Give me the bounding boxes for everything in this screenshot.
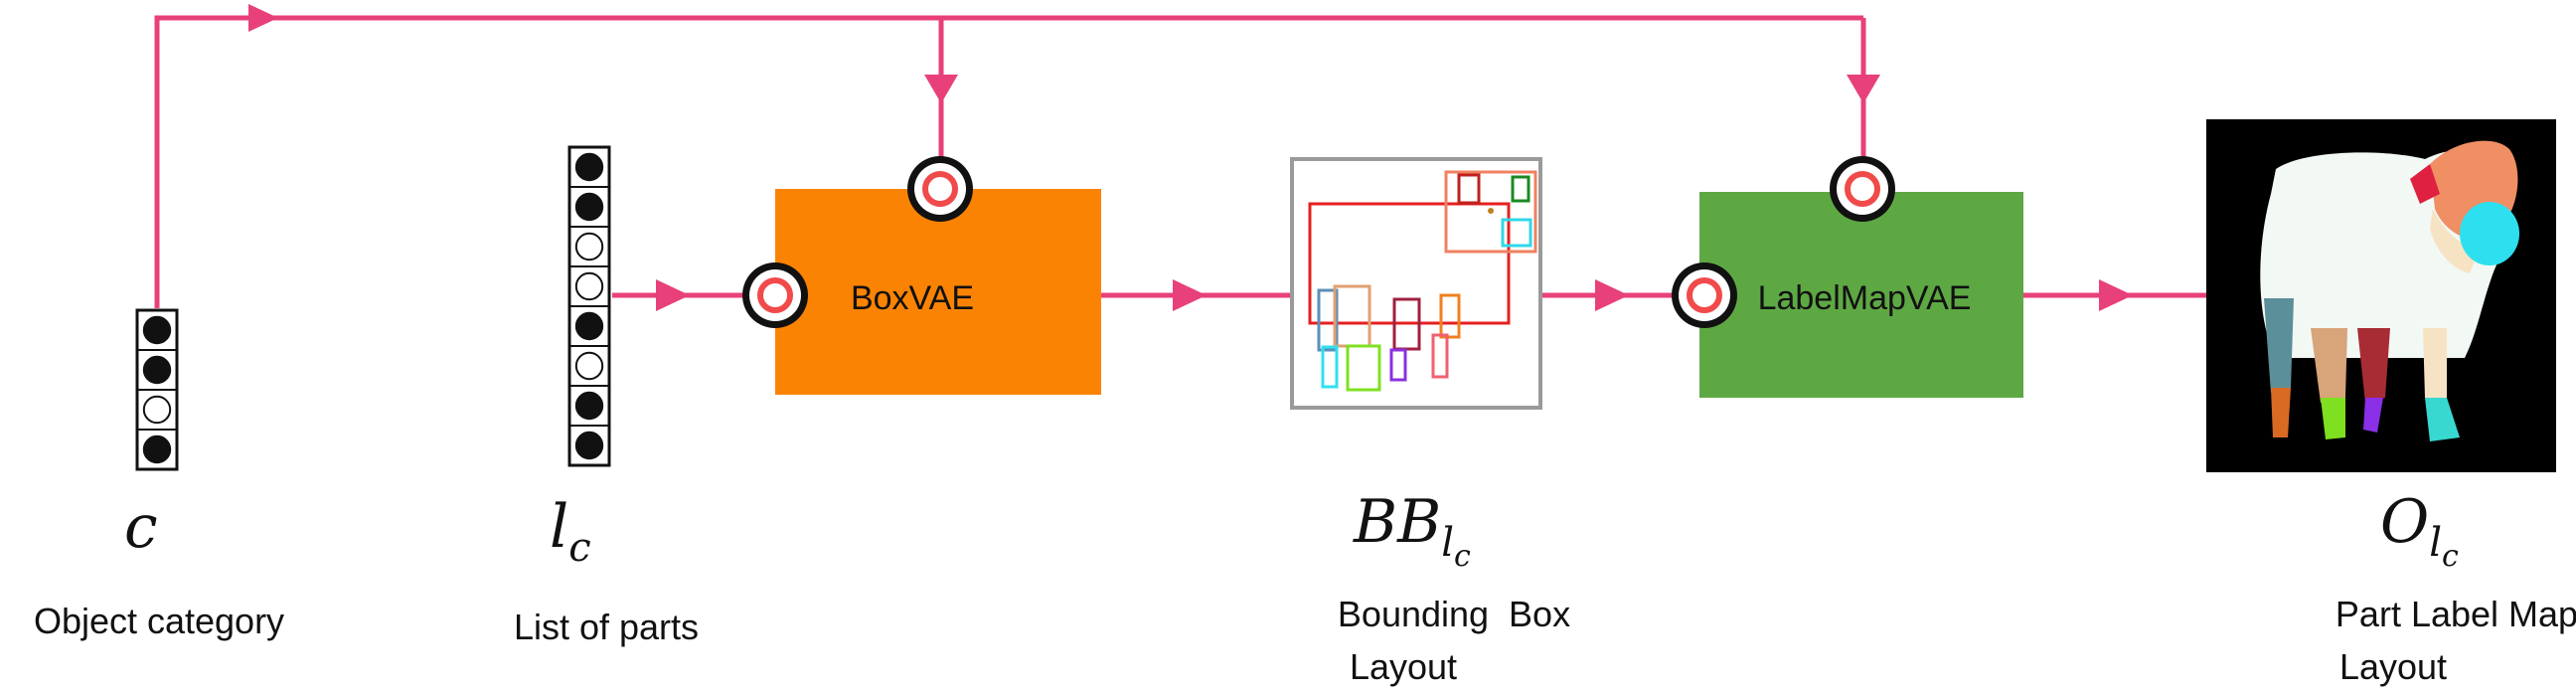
- arrowhead-parts: [656, 279, 690, 311]
- list-of-parts-vector: [567, 145, 611, 467]
- sheep-hoof-4: [2425, 398, 2460, 441]
- vector-bit-off: [142, 395, 172, 425]
- bbox-muzzle: [1501, 218, 1532, 248]
- vector-bit-off: [574, 232, 604, 261]
- symbol-c: c: [124, 492, 158, 562]
- labelmapvae-block: [1699, 192, 2023, 398]
- category-branch-line: [154, 15, 1863, 308]
- sheep-hoof-1: [2271, 388, 2291, 437]
- bbox-head-region: [1444, 170, 1537, 254]
- sheep-ear: [2410, 164, 2440, 204]
- boxvae-label: BoxVAE: [851, 279, 974, 317]
- part-label-map-image: [2206, 119, 2556, 472]
- caption-object-category: Object category: [34, 601, 284, 641]
- vector-bit-on: [142, 355, 172, 385]
- boxvae-port-left: [742, 262, 808, 328]
- bounding-box-layout-image: [1290, 157, 1542, 410]
- bbox-hoof-3: [1389, 348, 1407, 382]
- vector-bit-on: [574, 431, 604, 460]
- caption-bounding-box-line1: Bounding Box: [1338, 594, 1570, 634]
- sheep-hoof-2: [2321, 398, 2345, 439]
- boxvae-port-top: [907, 156, 973, 222]
- sheep-leg-back: [2264, 298, 2294, 393]
- arrowhead-boxvae-out: [1173, 279, 1207, 311]
- bbox-leg-4: [1439, 293, 1461, 339]
- arrowhead-top-right: [248, 4, 278, 32]
- bbox-hoof-4: [1431, 333, 1449, 379]
- symbol-o-lc: Olc: [2380, 487, 2459, 574]
- vector-bit-on: [574, 311, 604, 341]
- labelmapvae-label: LabelMapVAE: [1758, 279, 1972, 317]
- caption-list-of-parts: List of parts: [514, 607, 699, 647]
- vector-bit-off: [574, 351, 604, 381]
- vector-bit-on: [574, 152, 604, 182]
- sheep-muzzle: [2460, 202, 2519, 265]
- arrowhead-bbox-out: [1595, 279, 1629, 311]
- arrowhead-labelmap-out: [2099, 279, 2133, 311]
- arrowhead-into-boxvae: [924, 75, 958, 103]
- caption-part-label-map-line1: Part Label Map: [2335, 594, 2576, 634]
- bbox-hoof-2: [1346, 344, 1381, 392]
- bbox-eye: [1511, 175, 1530, 203]
- labelmapvae-port-top: [1830, 156, 1895, 222]
- bbox-leg-1: [1317, 288, 1339, 352]
- bbox-body: [1308, 202, 1511, 325]
- bbox-ear: [1457, 173, 1481, 205]
- sheep-hoof-3: [2363, 398, 2383, 433]
- sheep-leg-front: [2357, 328, 2390, 403]
- vector-bit-on: [574, 391, 604, 421]
- labelmapvae-port-left: [1672, 262, 1737, 328]
- vector-bit-off: [574, 271, 604, 301]
- sheep-leg-front-2: [2423, 328, 2447, 398]
- caption-bounding-box-line2: Layout: [1350, 646, 1457, 687]
- sheep-leg-back-2: [2311, 328, 2347, 403]
- symbol-bb-lc: BBlc: [1353, 487, 1471, 574]
- vector-bit-on: [142, 315, 172, 345]
- sheep-cheek: [2430, 209, 2480, 273]
- boxvae-block: [775, 189, 1101, 395]
- caption-part-label-map-line2: Layout: [2339, 646, 2447, 687]
- bbox-hoof-1: [1321, 345, 1339, 389]
- symbol-lc: lc: [550, 492, 591, 571]
- arrowhead-into-labelmapvae: [1847, 75, 1880, 103]
- vector-bit-on: [142, 435, 172, 464]
- object-category-vector: [135, 308, 179, 471]
- vector-bit-on: [574, 192, 604, 222]
